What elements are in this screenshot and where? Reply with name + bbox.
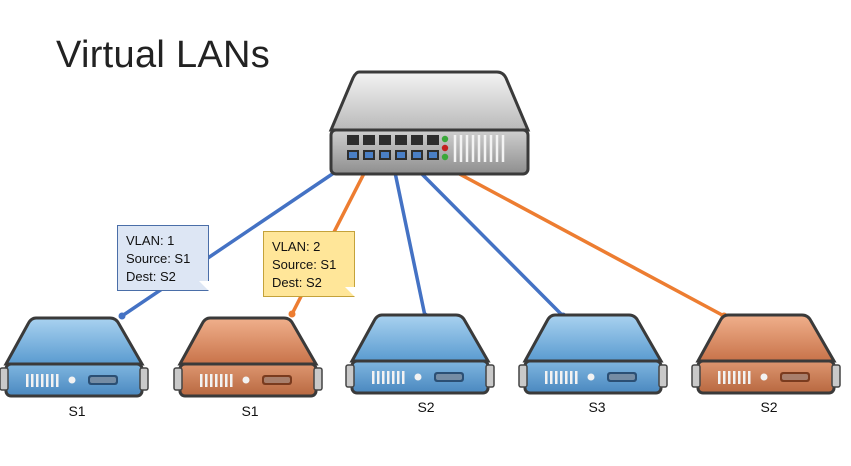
server-icon (518, 313, 668, 395)
link-endpoint (118, 312, 126, 320)
vlan-link (424, 154, 726, 318)
vlan-links (118, 152, 728, 320)
slide-title: Virtual LANs (56, 34, 271, 76)
note-dest-line: Dest: S2 (272, 275, 322, 290)
vlan-link (390, 156, 427, 318)
server-icon (691, 313, 841, 395)
note-vlan-line: VLAN: 1 (126, 233, 175, 248)
server-label: S1 (241, 403, 259, 419)
vlan-2-frame-note: VLAN: 2 Source: S1 Dest: S2 (263, 231, 355, 297)
server-icon (0, 316, 149, 398)
vlan-1-frame-note: VLAN: 1 Source: S1 Dest: S2 (117, 225, 209, 291)
server-label: S2 (760, 399, 778, 415)
note-source-line: Source: S1 (126, 251, 191, 266)
server-label: S3 (588, 399, 606, 415)
note-source-line: Source: S1 (272, 257, 337, 272)
server-icon (345, 313, 495, 395)
server-label: S1 (68, 403, 86, 419)
server-label: S2 (417, 399, 435, 415)
link-endpoint (288, 310, 296, 318)
note-vlan-line: VLAN: 2 (272, 239, 321, 254)
note-dest-line: Dest: S2 (126, 269, 176, 284)
vlan-link (404, 156, 565, 318)
server-icon (173, 316, 323, 398)
servers (0, 313, 841, 398)
network-switch-icon (328, 70, 531, 176)
